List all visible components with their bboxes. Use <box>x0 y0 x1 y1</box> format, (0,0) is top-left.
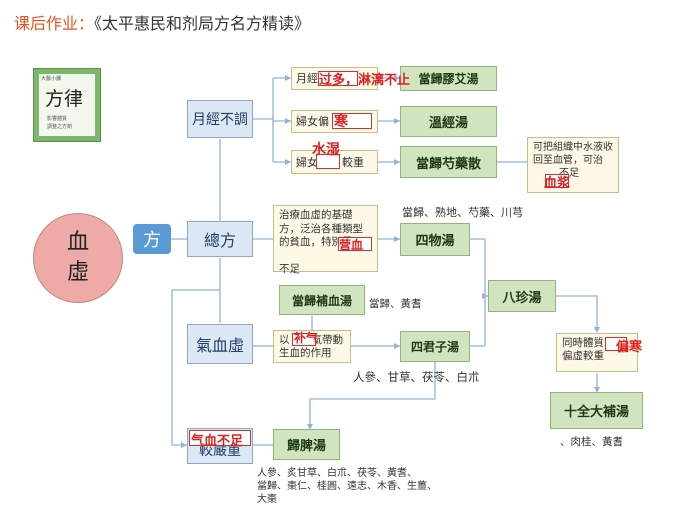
category-qixuexu: 氣血虛 <box>187 324 253 364</box>
note-buxue-b: 氣帶動生血的作用 <box>279 334 343 359</box>
answer-pianhan: 偏寒 <box>616 340 643 355</box>
formula-jiaoaitang: 當歸膠艾湯 <box>400 66 497 91</box>
answer-qixue: 气血不足 <box>191 434 244 449</box>
logo-small-text: 大醫小課 <box>41 76 62 82</box>
logo-line1: 影響體質 <box>47 116 68 122</box>
note-tongshi-text: 同時體質 <box>562 337 604 349</box>
sub1-prefix: 月經 <box>296 72 318 85</box>
homework-label: 课后作业 <box>14 14 79 33</box>
sub3-prefix: 婦女 <box>296 156 318 169</box>
formula-shiquan: 十全大補湯 <box>550 392 643 429</box>
blank-yingxue <box>338 237 372 251</box>
ingredients-guipi: 人參、炙甘草、白朮、茯苓、黃耆、 當歸、棗仁、桂圓、遠志、木香、生薑、 大棗 <box>257 467 437 506</box>
blank-pianhan <box>605 337 627 351</box>
blank-excess <box>318 71 358 86</box>
formula-bazhen: 八珍湯 <box>488 280 556 312</box>
formula-wenjingtang: 溫經湯 <box>400 106 497 137</box>
answer-damp: 水湿 <box>312 142 340 158</box>
note-buxue-a: 以 <box>279 334 290 346</box>
logo-line2: 調整之方劑 <box>47 124 73 130</box>
sub3-suffix: 較重 <box>342 156 364 169</box>
note-ds-text: 可把組織中水液收回至血管，可治 <box>533 142 613 166</box>
title-colon: ： <box>78 14 95 33</box>
sub2-prefix: 婦女偏 <box>296 115 329 128</box>
category-yuejing: 月經不調 <box>187 100 253 138</box>
formula-danggui-shaoyao: 當歸芍藥散 <box>400 146 497 178</box>
ingredients-sijunzi: 人參、甘草、茯苓、白朮 <box>353 370 480 384</box>
blank-cold <box>332 113 372 129</box>
page-title: 课后作业：《太平惠民和剂局方名方精读》 <box>14 10 310 34</box>
circle-line2: 虛 <box>66 260 89 285</box>
blood-deficiency-circle: 血 虛 <box>33 213 123 303</box>
answer-cold: 寒 <box>334 114 348 130</box>
logo-main-text: 方律 <box>45 88 84 110</box>
logo-inner: 大醫小課 方律 影響體質 調整之方劑 <box>39 74 95 136</box>
note-ds-tail: 不足 <box>559 168 579 179</box>
blank-damp <box>316 154 340 169</box>
circle-line1: 血 <box>66 230 89 255</box>
logo: 大醫小課 方律 影響體質 調整之方劑 <box>33 68 101 142</box>
blank-buqi <box>292 333 316 346</box>
note-siwu-tail: 不足 <box>279 263 300 275</box>
fang-badge: 方 <box>133 224 171 254</box>
guipi-line1: 人參、炙甘草、白朮、茯苓、黃耆、 <box>257 468 417 479</box>
blank-plasma <box>545 174 569 188</box>
book-title: 《太平惠民和剂局方名方精读》 <box>94 14 311 33</box>
ingredients-buxue: 當歸、黃耆 <box>369 298 422 310</box>
formula-guipi: 歸脾湯 <box>273 429 340 460</box>
category-severe-label: 較嚴重 <box>199 443 241 459</box>
answer-plasma: 血浆 <box>544 176 571 191</box>
answer-yingxue: 营血 <box>339 238 364 252</box>
answer-buqi: 补气 <box>294 331 319 345</box>
ingredients-siwu: 當歸、熟地、芍藥、川芎 <box>402 206 523 219</box>
category-zongfang: 總方 <box>187 221 253 257</box>
guipi-line3: 大棗 <box>257 494 277 505</box>
ingredients-shiquan: 、肉桂、黃耆 <box>560 436 623 448</box>
note-tongshi-tail: 偏虛較重 <box>562 350 604 362</box>
answer-excess: 过多，淋漓不止 <box>319 73 411 88</box>
blank-qixue <box>189 430 251 446</box>
formula-buxuetang: 當歸補血湯 <box>279 285 365 315</box>
guipi-line2: 當歸、棗仁、桂圓、遠志、木香、生薑、 <box>257 481 437 492</box>
note-danggui-shaoyao: 可把組織中水液收回至血管，可治不足 <box>527 137 619 193</box>
note-siwu-text: 治療血虛的基礎方，泛治各種類型的貧血，特別是 <box>279 209 363 248</box>
formula-sijunzi: 四君子湯 <box>400 331 470 362</box>
formula-siwutang: 四物湯 <box>400 223 470 256</box>
